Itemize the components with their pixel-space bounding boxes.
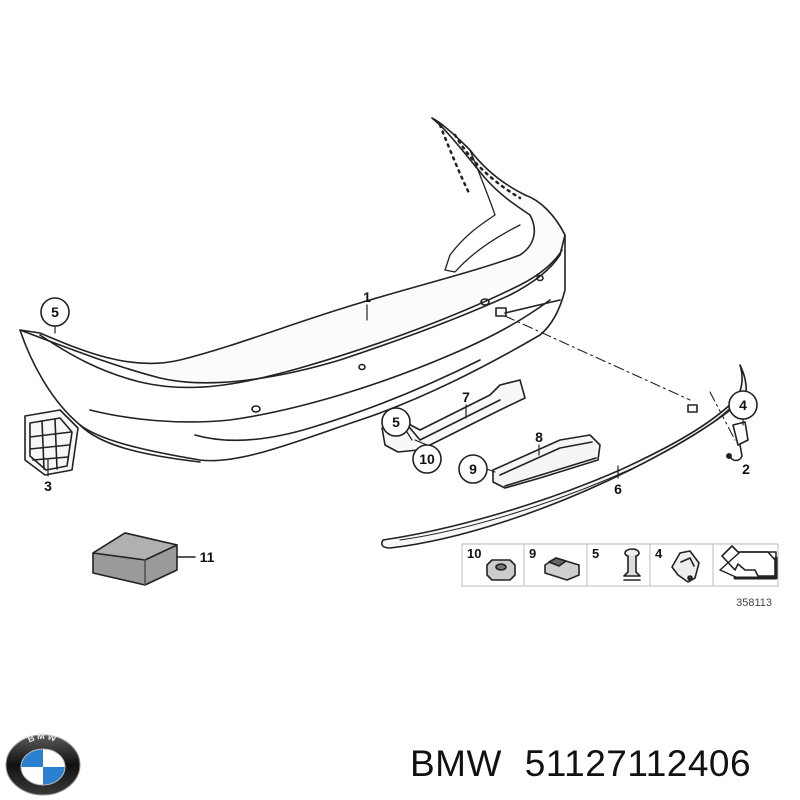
callout-9: 9 <box>469 461 477 477</box>
trim-strip <box>381 364 747 549</box>
legend-4: 4 <box>655 546 663 561</box>
reflector-part-8 <box>492 434 601 489</box>
legend-numbers: 10 9 5 4 <box>467 546 663 561</box>
svg-text:BMW: BMW <box>26 731 59 745</box>
callout-circles <box>40 297 758 484</box>
brand-name: BMW <box>410 743 502 784</box>
rivet-icon <box>623 548 641 581</box>
reference-number: 358113 <box>736 597 772 609</box>
callout-numbers: 1 2 3 4 5 5 6 7 8 9 10 11 <box>44 289 750 565</box>
bmw-logo-icon: BMW <box>5 731 81 796</box>
bracket-part-7 <box>381 379 526 453</box>
callout-10: 10 <box>419 451 435 467</box>
callout-11: 11 <box>200 549 215 565</box>
callout-1: 1 <box>363 289 371 305</box>
clip-part-2 <box>725 421 749 462</box>
box-part-11 <box>92 532 196 586</box>
grille-part <box>24 409 79 476</box>
callout-4: 4 <box>739 397 747 413</box>
callout-5: 5 <box>51 304 59 320</box>
callout-6: 6 <box>614 481 622 497</box>
legend-10: 10 <box>467 546 481 561</box>
clip-9-icon <box>544 557 580 581</box>
callout-2: 2 <box>742 461 750 477</box>
arrow-icon <box>719 545 778 580</box>
callout-8: 8 <box>535 429 543 445</box>
part-number: 51127112406 <box>524 743 752 784</box>
brand-part-number: BMW 51127112406 <box>410 738 751 790</box>
callout-7: 7 <box>462 389 470 405</box>
callout-5-b: 5 <box>392 414 400 430</box>
rear-bumper-cover <box>19 117 566 463</box>
bracket-4-icon <box>671 550 700 583</box>
legend-9: 9 <box>529 546 536 561</box>
legend-5: 5 <box>592 546 599 561</box>
callout-3: 3 <box>44 478 52 494</box>
nut-icon <box>486 559 516 581</box>
